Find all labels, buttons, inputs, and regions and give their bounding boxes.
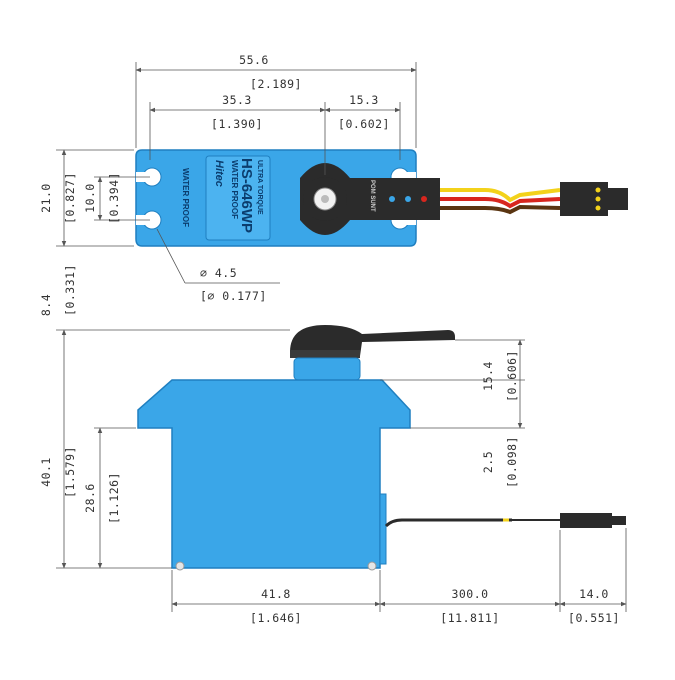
dim-above-mount-mm: 15.4: [481, 361, 495, 391]
dim-depth-mm: 21.0: [39, 183, 53, 213]
dim-overall-width-mm: 55.6: [239, 53, 269, 67]
label-model: HS-646WP: [238, 158, 255, 233]
dim-lead-length-mm: 300.0: [451, 587, 488, 601]
dim-flange-mm: 2.5: [481, 451, 495, 473]
wire-brown: [440, 204, 561, 215]
side-view-boss: [293, 357, 361, 381]
dim-spline-offset-in: [0.602]: [338, 117, 390, 131]
dim-flange-in: [0.098]: [505, 436, 519, 488]
dim-hole-dia-mm: ∅ 4.5: [200, 266, 237, 280]
wire-red: [440, 197, 561, 209]
dim-lead-length-in: [11.811]: [440, 611, 499, 625]
label-brand: Hitec: [213, 160, 225, 187]
wire-yellow: [440, 188, 561, 203]
side-view-lead: [384, 518, 512, 528]
side-view-horn: [290, 325, 455, 356]
dim-total-height-in: [1.579]: [63, 446, 77, 498]
dim-total-height-mm: 40.1: [39, 457, 53, 487]
label-water-proof-side: WATER PROOF: [181, 168, 190, 227]
dim-spline-offset-mm: 15.3: [349, 93, 379, 107]
label-ultra-torque: ULTRA TORQUE: [256, 160, 263, 215]
dim-hole-dia-in: [∅ 0.177]: [200, 289, 267, 303]
dim-case-length-mm: 41.8: [261, 587, 291, 601]
horn-marks: POM SUNT: [369, 180, 375, 212]
dim-hole-spacing-in: [0.394]: [107, 172, 121, 224]
dim-depth-in: [0.827]: [63, 172, 77, 224]
side-view-case: [137, 379, 411, 569]
dim-body-width-in: [1.390]: [211, 117, 263, 131]
dim-connector-mm: 14.0: [579, 587, 609, 601]
side-view: 8.4 [0.331] 15.4 [0.606] 2.5 [0.098] 40.…: [39, 264, 627, 625]
dim-mount-height-in: [1.126]: [107, 472, 121, 524]
connector-side: [560, 513, 612, 528]
top-view: ULTRA TORQUE HS-646WP WATER PROOF Hitec …: [39, 53, 628, 303]
connector-top: [560, 182, 608, 216]
label-plate: [205, 155, 271, 241]
dim-overall-width-in: [2.189]: [250, 77, 302, 91]
dim-horn-height-in: [0.331]: [63, 264, 77, 316]
dim-case-length-in: [1.646]: [250, 611, 302, 625]
dim-horn-height-mm: 8.4: [39, 294, 53, 316]
dim-hole-spacing-mm: 10.0: [83, 183, 97, 213]
dim-body-width-mm: 35.3: [222, 93, 252, 107]
dim-mount-height-mm: 28.6: [83, 483, 97, 513]
dim-above-mount-in: [0.606]: [505, 350, 519, 402]
dim-connector-in: [0.551]: [568, 611, 620, 625]
label-water-proof: WATER PROOF: [230, 160, 239, 219]
